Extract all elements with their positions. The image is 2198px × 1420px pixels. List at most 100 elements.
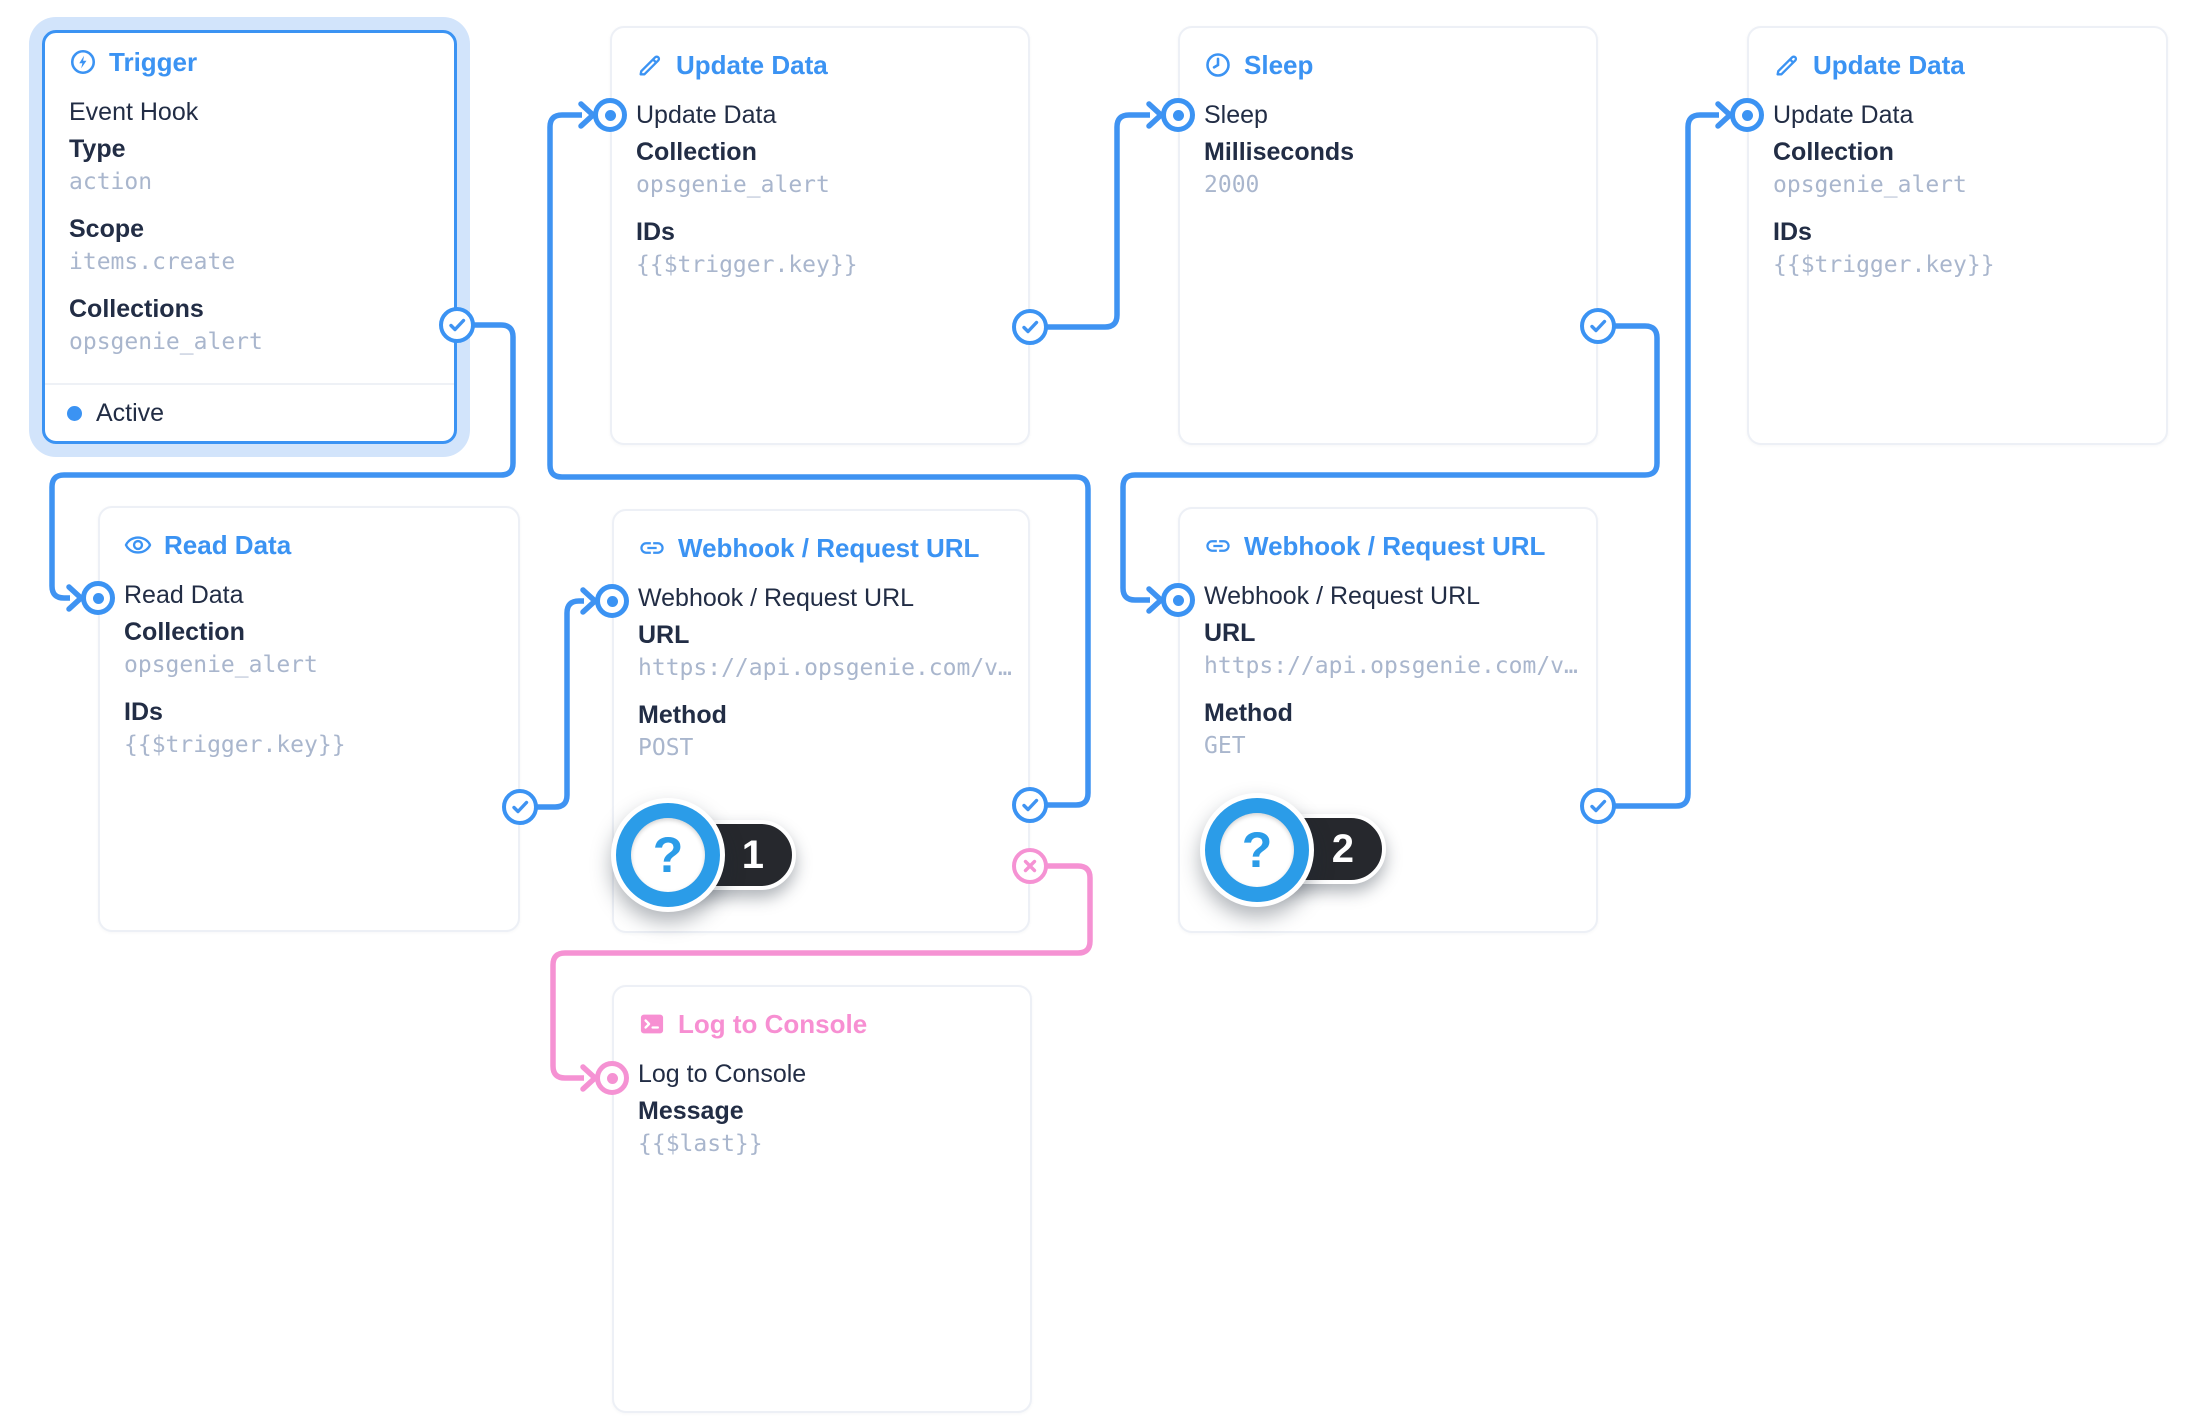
input-port-webhook-2[interactable]	[1161, 583, 1195, 617]
eye-icon	[124, 531, 152, 559]
node-read-data[interactable]: Read Data Read Data Collection opsgenie_…	[98, 506, 520, 932]
field-method: Method POST	[638, 699, 1004, 765]
field-value: opsgenie_alert	[69, 329, 263, 355]
output-port-webhook-1-resolve[interactable]	[1012, 787, 1048, 823]
port-dot	[1172, 594, 1184, 606]
terminal-icon	[638, 1010, 666, 1038]
node-title: Update Data	[1813, 49, 1965, 80]
status-badge: Active	[96, 398, 165, 427]
field-label: Collection	[124, 618, 245, 646]
field-label: Collection	[1773, 138, 1894, 166]
arrowhead-update-data-2-input	[1715, 101, 1733, 129]
field-value: items.create	[69, 249, 236, 275]
question-mark-icon: ?	[1220, 813, 1294, 887]
input-port-read-data[interactable]	[81, 581, 115, 615]
field-label: Scope	[69, 215, 145, 243]
field-label: Method	[1204, 699, 1293, 727]
node-name: Log to Console	[638, 1059, 807, 1088]
node-title: Webhook / Request URL	[1244, 530, 1546, 561]
input-port-sleep[interactable]	[1161, 98, 1195, 132]
field-milliseconds: Milliseconds 2000	[1204, 136, 1572, 202]
input-port-webhook-1[interactable]	[595, 584, 629, 618]
field-url: URL https://api.opsgenie.com/v…	[638, 619, 1012, 685]
node-name: Webhook / Request URL	[1204, 581, 1481, 610]
field-label: IDs	[636, 218, 675, 246]
wire-webhook-2-to-update-data-2	[1598, 112, 1719, 809]
field-label: Milliseconds	[1204, 138, 1355, 166]
field-label: URL	[1204, 619, 1256, 647]
node-webhook-1-header: Webhook / Request URL	[638, 531, 1004, 565]
arrowhead-read-data-input	[66, 584, 84, 612]
node-name: Update Data	[636, 100, 777, 129]
arrowhead-sleep-input	[1146, 101, 1164, 129]
output-port-trigger-resolve[interactable]	[439, 307, 475, 343]
field-ids: IDs {{$trigger.key}}	[124, 696, 494, 762]
clock-icon	[1204, 51, 1232, 79]
field-value: 2000	[1204, 172, 1260, 198]
field-value: opsgenie_alert	[1773, 172, 1967, 198]
node-update-data-1[interactable]: Update Data Update Data Collection opsge…	[610, 26, 1030, 445]
callout-badge-2-circle: ?	[1200, 793, 1314, 907]
field-label: Message	[638, 1097, 744, 1125]
arrowhead-webhook-2-input	[1146, 586, 1164, 614]
field-collection: Collection opsgenie_alert	[636, 136, 1004, 202]
question-mark-icon: ?	[631, 818, 705, 892]
callout-number: 2	[1331, 826, 1354, 871]
node-title: Update Data	[676, 49, 828, 80]
node-title: Log to Console	[678, 1008, 868, 1039]
check-icon	[449, 318, 466, 332]
node-trigger[interactable]: Trigger Event Hook Type action Scope ite…	[42, 30, 457, 444]
field-method: Method GET	[1204, 697, 1572, 763]
field-value: action	[69, 169, 153, 195]
field-value: {{$trigger.key}}	[124, 732, 346, 758]
check-icon	[1022, 320, 1039, 334]
node-name: Webhook / Request URL	[638, 583, 915, 612]
field-collection: Collection opsgenie_alert	[124, 616, 494, 682]
field-value: opsgenie_alert	[636, 172, 830, 198]
port-dot	[606, 1072, 618, 1084]
node-log-to-console[interactable]: Log to Console Log to Console Message {{…	[612, 985, 1032, 1413]
field-label: IDs	[124, 698, 163, 726]
node-sleep[interactable]: Sleep Sleep Milliseconds 2000	[1178, 26, 1598, 445]
field-value: {{$trigger.key}}	[636, 252, 858, 278]
node-update-data-2[interactable]: Update Data Update Data Collection opsge…	[1747, 26, 2168, 445]
output-port-webhook-2-resolve[interactable]	[1580, 788, 1616, 824]
trigger-status-footer: Active	[45, 383, 454, 441]
callout-badge-1-circle: ?	[611, 798, 725, 912]
field-value: {{$last}}	[638, 1131, 763, 1157]
output-port-webhook-1-reject[interactable]	[1012, 848, 1048, 884]
node-name: Update Data	[1773, 100, 1914, 129]
node-update-data-2-header: Update Data	[1773, 48, 2142, 82]
field-type: Type action	[69, 133, 430, 199]
field-label: Method	[638, 701, 727, 729]
node-name: Sleep	[1204, 100, 1268, 129]
field-ids: IDs {{$trigger.key}}	[636, 216, 1004, 282]
input-port-log-to-console[interactable]	[595, 1061, 629, 1095]
x-icon	[1023, 859, 1037, 873]
wire-webhook-1-to-update-data-1	[547, 112, 1091, 808]
callout-number: 1	[741, 832, 764, 877]
node-name: Read Data	[124, 580, 244, 609]
field-collections: Collections opsgenie_alert	[69, 293, 430, 359]
node-webhook-2-header: Webhook / Request URL	[1204, 529, 1572, 563]
field-label: IDs	[1773, 218, 1812, 246]
arrowhead-log-input	[580, 1064, 598, 1092]
field-collection: Collection opsgenie_alert	[1773, 136, 2142, 202]
field-value: GET	[1204, 733, 1246, 759]
output-port-sleep-resolve[interactable]	[1580, 308, 1616, 344]
arrowhead-update-data-1-input	[578, 101, 596, 129]
node-update-data-1-header: Update Data	[636, 48, 1004, 82]
output-port-read-data-resolve[interactable]	[502, 789, 538, 825]
link-icon	[1204, 532, 1232, 560]
input-port-update-data-2[interactable]	[1730, 98, 1764, 132]
node-trigger-name: Event Hook	[69, 97, 199, 126]
input-port-update-data-1[interactable]	[593, 98, 627, 132]
check-icon	[1022, 798, 1039, 812]
field-label: Collections	[69, 295, 204, 323]
port-dot	[1741, 109, 1753, 121]
check-icon	[1590, 319, 1607, 333]
output-port-update-data-1-resolve[interactable]	[1012, 309, 1048, 345]
node-read-data-header: Read Data	[124, 528, 494, 562]
wire-sleep-to-webhook-2	[1120, 323, 1660, 603]
